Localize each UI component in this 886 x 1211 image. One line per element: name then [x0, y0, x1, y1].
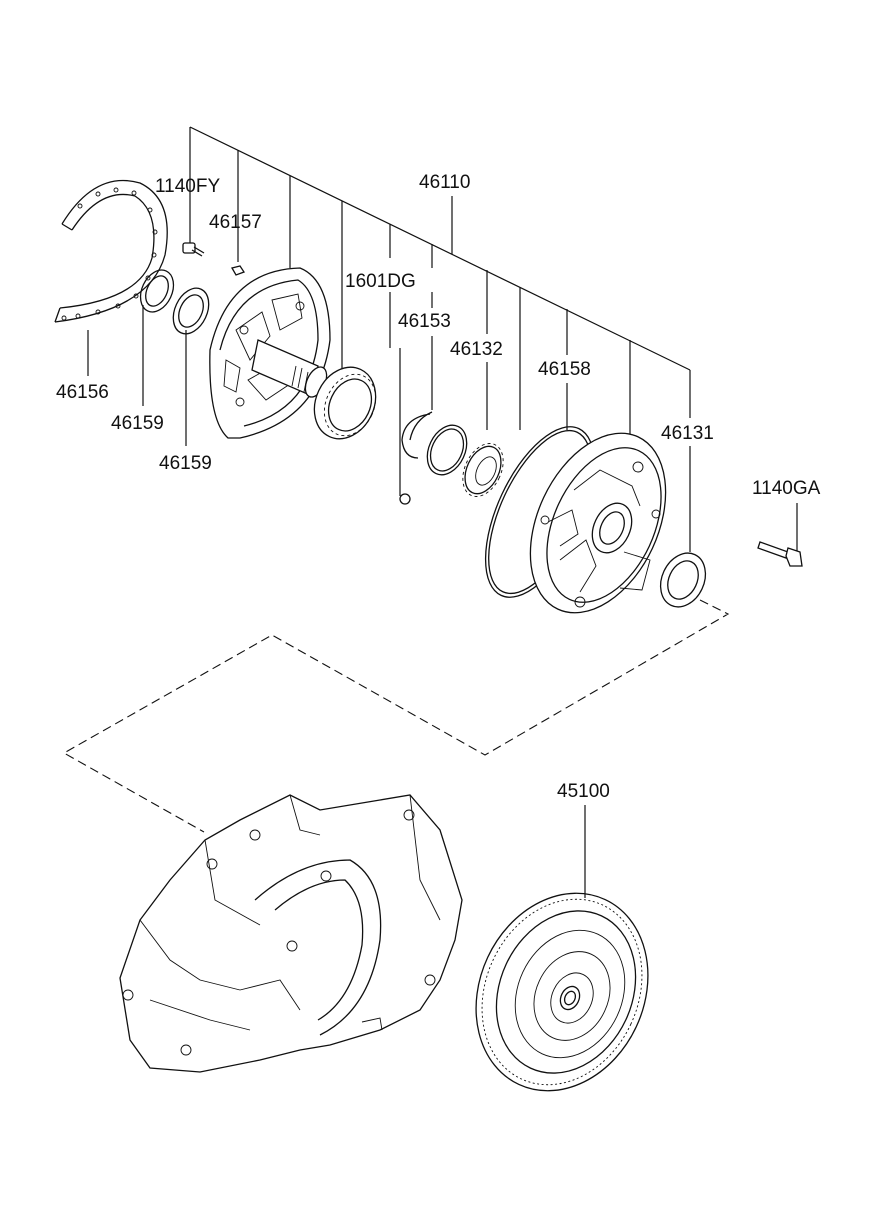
bolt-1140FY: [182, 242, 205, 257]
label-1140GA: 1140GA: [752, 478, 821, 499]
label-46159-b: 46159: [159, 453, 212, 474]
label-46132: 46132: [450, 339, 503, 360]
pump-internal-gear: [313, 366, 377, 440]
pin-46157: [231, 265, 245, 276]
label-46157: 46157: [209, 212, 262, 233]
oil-seal-46131: [659, 552, 707, 608]
label-46131: 46131: [661, 423, 714, 444]
label-46159-a: 46159: [111, 413, 164, 434]
leader-lines: [87, 126, 798, 898]
label-45100: 45100: [557, 781, 610, 802]
assembly-dashed-lines: [62, 599, 730, 833]
seal-46159-b: [172, 287, 210, 335]
gasket-46156: [54, 179, 168, 323]
ball-1601DG: [399, 493, 411, 505]
transaxle-case: [119, 794, 463, 1073]
pump-drive-gear: [462, 443, 504, 497]
label-1140FY: 1140FY: [155, 176, 220, 197]
label-46158: 46158: [538, 359, 591, 380]
bolt-1140GA: [757, 541, 803, 567]
o-ring-46132: [426, 424, 468, 476]
label-46156: 46156: [56, 382, 109, 403]
pump-body: [529, 432, 667, 614]
torque-converter-45100: [475, 892, 649, 1092]
label-46110: 46110: [419, 172, 470, 193]
label-46153: 46153: [398, 311, 451, 332]
pump-stator-shaft: [209, 267, 331, 439]
part-labels: 46110 1140FY 46157 1601DG 46153 46132 46…: [56, 172, 821, 802]
seal-46159-a: [139, 269, 175, 313]
label-1601DG: 1601DG: [345, 271, 416, 292]
snap-ring-46153: [401, 411, 433, 459]
